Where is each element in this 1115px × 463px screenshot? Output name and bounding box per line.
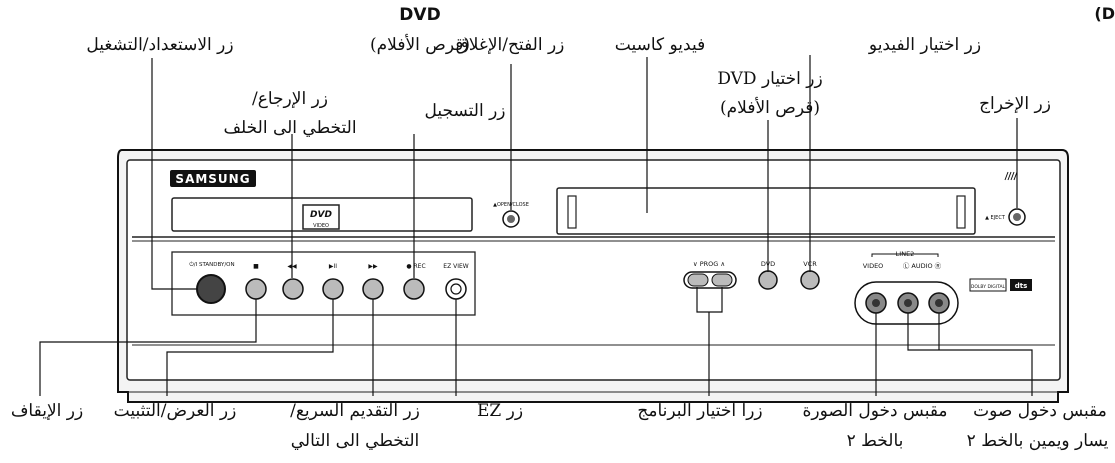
label-open-close: زر الفتح/الإغلاق: [455, 35, 565, 55]
label-rewind-line1: زر الإرجاع/: [251, 89, 328, 109]
ffwd-button: [362, 278, 384, 300]
video-jack-text: VIDEO: [863, 262, 884, 270]
label-video-cassette: فيديو كاسيت: [614, 35, 706, 55]
brand-logo: SAMSUNG: [175, 172, 250, 186]
play-text: ▶II: [329, 263, 337, 270]
label-video-jack-line1: مقبس دخول الصورة: [802, 401, 948, 421]
eject-text: ▲ EJECT: [985, 215, 1006, 221]
dvd-select-button: [758, 270, 778, 290]
label-ez: زر EZ: [476, 401, 524, 421]
cassette-slot: [556, 187, 976, 235]
dts-text: dts: [1015, 282, 1028, 290]
label-video-select: زر اختيار الفيديو: [868, 35, 982, 55]
prog-up-button: [711, 273, 733, 287]
rec-text: ● REC: [406, 263, 425, 270]
label-prog-select: زرا اختيار البرنامج: [637, 401, 763, 421]
label-dvd-disc-line2: (قرص الأفلام): [370, 35, 470, 55]
label-stop: زر الإيقاف: [10, 401, 84, 421]
dvd-logo-bottom: VIDEO: [313, 223, 329, 229]
label-dvd-select-line1: زر اختيار DVD: [717, 69, 823, 89]
prog-text: ∨ PROG ∧: [693, 260, 725, 268]
corner-mark: (D: [1094, 4, 1115, 23]
rec-button: [403, 278, 425, 300]
stop-button: [245, 278, 267, 300]
audio-jack-text: Ⓛ AUDIO Ⓡ: [903, 262, 942, 270]
ezview-text: EZ VIEW: [443, 263, 468, 270]
stop-text: ■: [253, 263, 259, 270]
rewind-button: [282, 278, 304, 300]
vcr-select-button: [800, 270, 820, 290]
dolby-text: DOLBY DIGITAL: [971, 284, 1006, 290]
label-audio-jack-line2: يسار ويمين بالخط ٢: [966, 431, 1109, 451]
label-audio-jack-line1: مقبس دخول صوت: [973, 401, 1107, 421]
label-play-pause: زر العرض/التثبيت: [113, 401, 237, 421]
line2-text: LINE2: [896, 250, 915, 258]
dvd-logo: [302, 204, 340, 230]
ffwd-text: ▶▶: [368, 263, 378, 270]
label-ffwd-line1: زر التقديم السريع/: [290, 401, 420, 421]
label-rewind-line2: التخطي الى الخلف: [223, 118, 357, 138]
leader-lines: [39, 55, 1033, 396]
brand-badge: [170, 170, 256, 187]
standby-button: [196, 274, 226, 304]
label-dvd-disc-line1: DVD: [399, 5, 441, 25]
label-eject: زر الإخراج: [979, 94, 1051, 114]
dvd-logo-top: DVD: [310, 210, 332, 220]
play-pause-button: [322, 278, 344, 300]
label-record: زر التسجيل: [424, 101, 506, 121]
dolby-logo: [969, 278, 1007, 292]
label-ffwd-line2: التخطي الى التالي: [290, 431, 420, 451]
standby-text: ⏻/I STANDBY/ON: [189, 261, 234, 268]
label-dvd-select-line2: (قرص الأفلام): [720, 98, 820, 118]
label-standby-on: زر الاستعداد/التشغيل: [86, 35, 234, 55]
label-video-jack-line2: بالخط ٢: [846, 431, 904, 451]
prog-down-button: [687, 273, 709, 287]
dts-logo: [1010, 279, 1032, 291]
